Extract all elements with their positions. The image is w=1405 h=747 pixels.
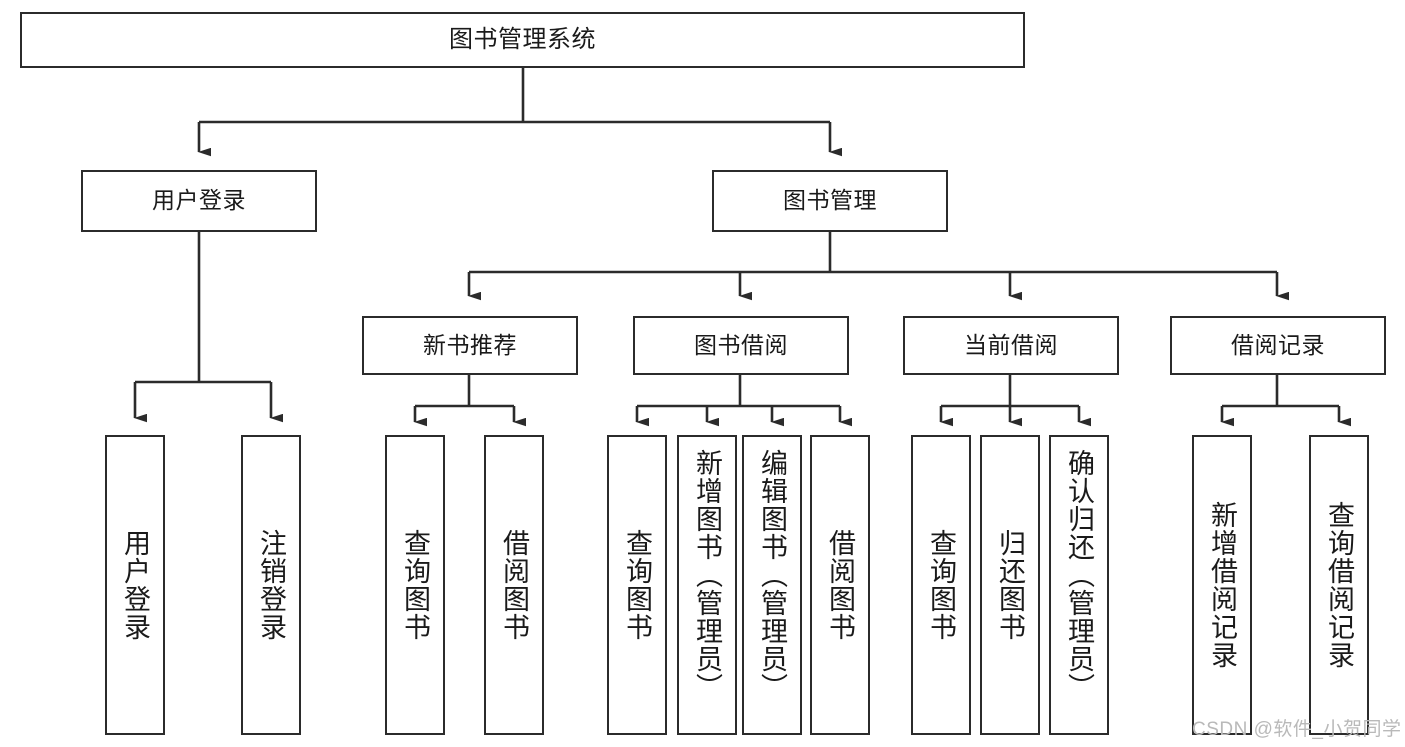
node-label: 用户登录 [152, 187, 246, 214]
node-user-login[interactable]: 用户登录 [81, 170, 317, 232]
node-label: 借阅图书 [499, 529, 530, 641]
node-label: 新增借阅记录 [1207, 501, 1238, 669]
node-new-book-recommend[interactable]: 新书推荐 [362, 316, 578, 375]
leaf-add-borrow-record[interactable]: 新增借阅记录 [1192, 435, 1252, 735]
leaf-add-book-admin[interactable]: 新增图书（管理员） [677, 435, 737, 735]
node-label: 归还图书 [995, 529, 1026, 641]
node-label: 注销登录 [256, 529, 287, 641]
leaf-user-logout[interactable]: 注销登录 [241, 435, 301, 735]
node-label: 新书推荐 [423, 331, 517, 358]
leaf-query-book-2[interactable]: 查询图书 [607, 435, 667, 735]
node-label: 图书借阅 [694, 331, 788, 358]
leaf-user-login[interactable]: 用户登录 [105, 435, 165, 735]
node-label: 编辑图书（管理员） [757, 449, 788, 701]
node-label: 图书管理系统 [449, 25, 596, 53]
node-current-borrow[interactable]: 当前借阅 [903, 316, 1119, 375]
node-label: 查询图书 [926, 529, 957, 641]
leaf-query-book-1[interactable]: 查询图书 [385, 435, 445, 735]
node-label: 借阅记录 [1231, 331, 1325, 358]
node-label: 查询图书 [400, 529, 431, 641]
node-label: 当前借阅 [964, 331, 1058, 358]
leaf-return-book[interactable]: 归还图书 [980, 435, 1040, 735]
node-label: 新增图书（管理员） [692, 449, 723, 701]
leaf-borrow-book-1[interactable]: 借阅图书 [484, 435, 544, 735]
csdn-watermark: CSDN @软件_小贺同学 [1192, 719, 1402, 740]
node-book-management[interactable]: 图书管理 [712, 170, 948, 232]
node-label: 用户登录 [120, 529, 151, 641]
node-label: 图书管理 [783, 187, 877, 214]
node-book-borrow[interactable]: 图书借阅 [633, 316, 849, 375]
node-label: 借阅图书 [825, 529, 856, 641]
node-borrow-record[interactable]: 借阅记录 [1170, 316, 1386, 375]
node-root-book-management-system[interactable]: 图书管理系统 [20, 12, 1025, 68]
node-label: 确认归还（管理员） [1064, 449, 1095, 701]
leaf-borrow-book-2[interactable]: 借阅图书 [810, 435, 870, 735]
node-label: 查询借阅记录 [1324, 501, 1355, 669]
leaf-query-borrow-record[interactable]: 查询借阅记录 [1309, 435, 1369, 735]
leaf-confirm-return-admin[interactable]: 确认归还（管理员） [1049, 435, 1109, 735]
leaf-query-book-3[interactable]: 查询图书 [911, 435, 971, 735]
leaf-edit-book-admin[interactable]: 编辑图书（管理员） [742, 435, 802, 735]
node-label: 查询图书 [622, 529, 653, 641]
